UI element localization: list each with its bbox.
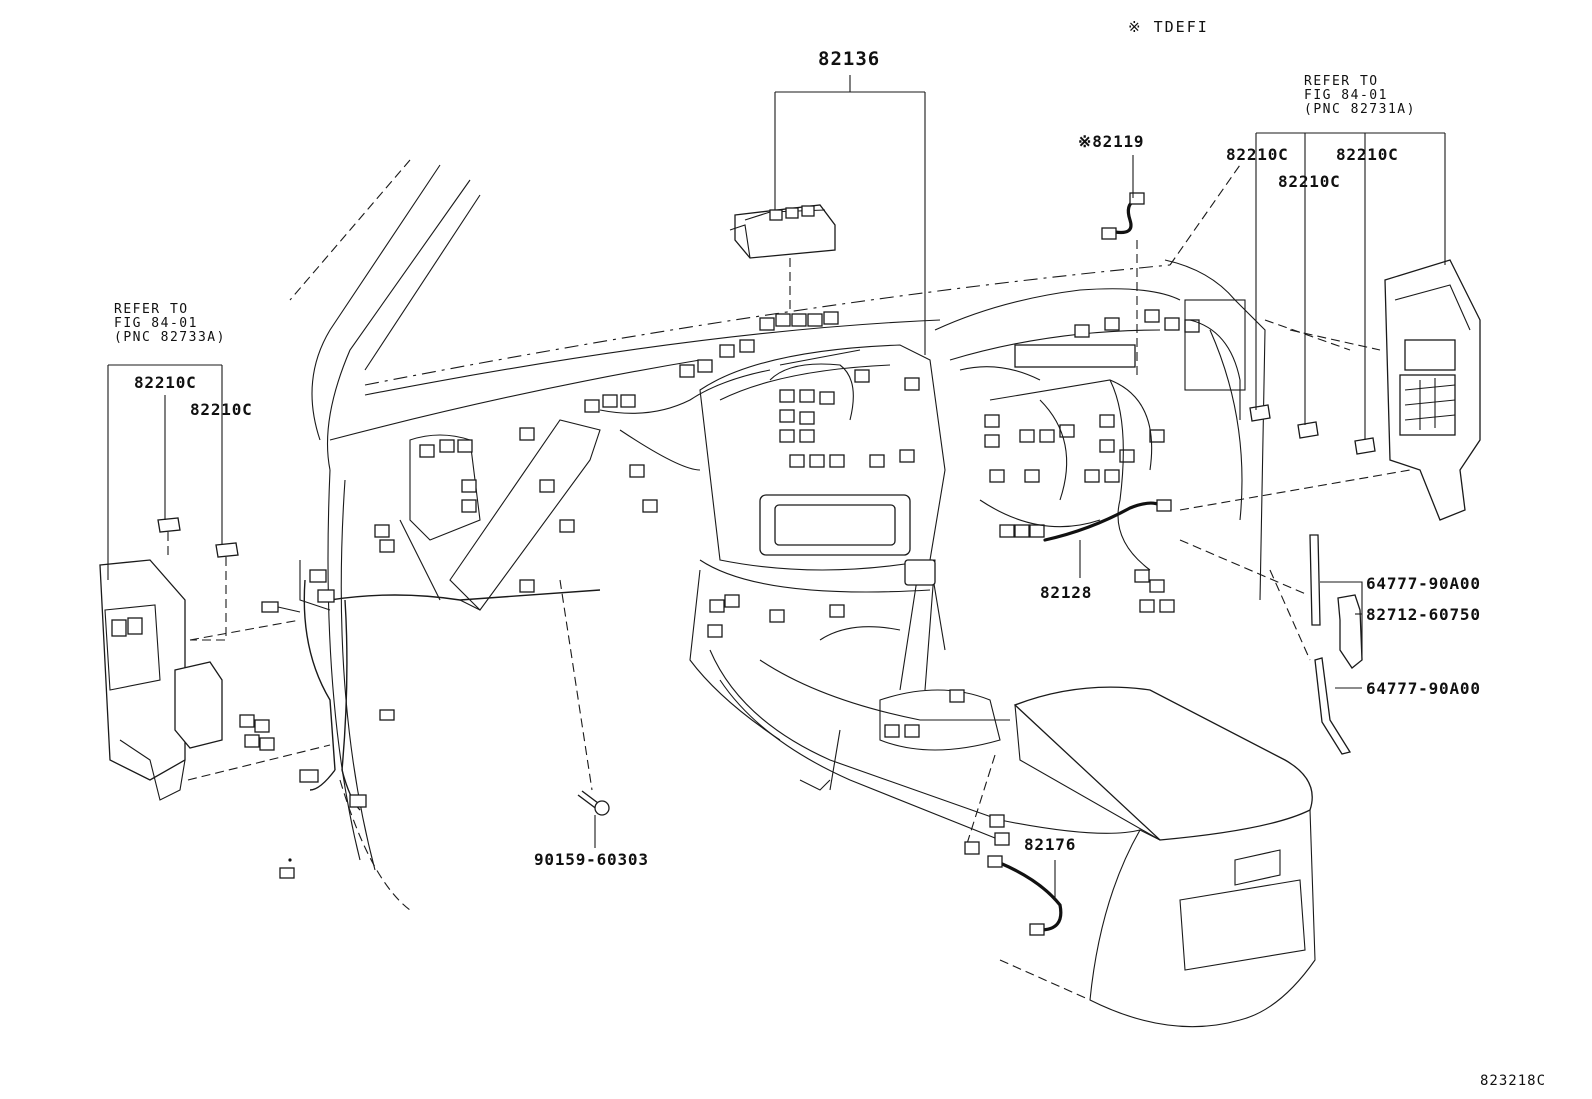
callout-82210c-left-2: 82210C [190,400,253,419]
callout-82136: 82136 [818,48,881,70]
bolt-90159 [559,579,610,816]
refer-right-line2: FIG 84-01 [1304,88,1388,103]
part-82119-wire [1101,192,1145,380]
refer-left-line2: FIG 84-01 [114,316,198,331]
refer-left-line1: REFER TO [114,302,189,317]
right-fuse-block [1179,259,1481,521]
callout-90159-60303: 90159-60303 [534,850,649,869]
leader-lines [107,75,1446,900]
figure-id: 823218C [1480,1073,1547,1089]
callout-82128: 82128 [1040,583,1093,602]
center-console [709,559,1141,841]
center-stack [689,344,946,741]
refer-note-left: REFER TO FIG 84-01 (PNC 82733A) [114,303,226,345]
left-harness [261,560,601,811]
tdefi-note: ※ TDEFI [1128,18,1209,36]
callout-82176: 82176 [1024,835,1077,854]
refer-right-line1: REFER TO [1304,74,1379,89]
callout-82210c-right-1: 82210C [1226,145,1289,164]
refer-left-line3: (PNC 82733A) [114,330,226,345]
trim-parts-64777-82712 [1179,534,1363,755]
part-82176-wire [288,855,1063,936]
callout-82210c-right-3: 82210C [1278,172,1341,191]
callout-64777-90a00-top: 64777-90A00 [1366,574,1481,593]
refer-right-line3: (PNC 82731A) [1304,102,1416,117]
steering-area-harness [374,369,771,611]
dashboard-outline [329,164,1351,661]
note-symbol: ※ [1128,18,1143,36]
callout-82119: ※82119 [1078,132,1145,151]
door-frame-outline [289,159,481,911]
note-text: TDEFI [1153,18,1209,36]
left-ecu-module [99,517,331,801]
part-82128-wire [1043,499,1172,578]
junction-block-82136 [729,204,836,315]
callout-82210c-right-2: 82210C [1336,145,1399,164]
callout-82712-60750: 82712-60750 [1366,605,1481,624]
console-connectors [279,594,1010,879]
callout-82210c-left-1: 82210C [134,373,197,392]
rear-console [964,686,1316,1028]
callout-64777-90a00-bottom: 64777-90A00 [1366,679,1481,698]
refer-note-right: REFER TO FIG 84-01 (PNC 82731A) [1304,75,1416,117]
upper-connectors [679,311,920,468]
right-connectors [959,299,1246,613]
